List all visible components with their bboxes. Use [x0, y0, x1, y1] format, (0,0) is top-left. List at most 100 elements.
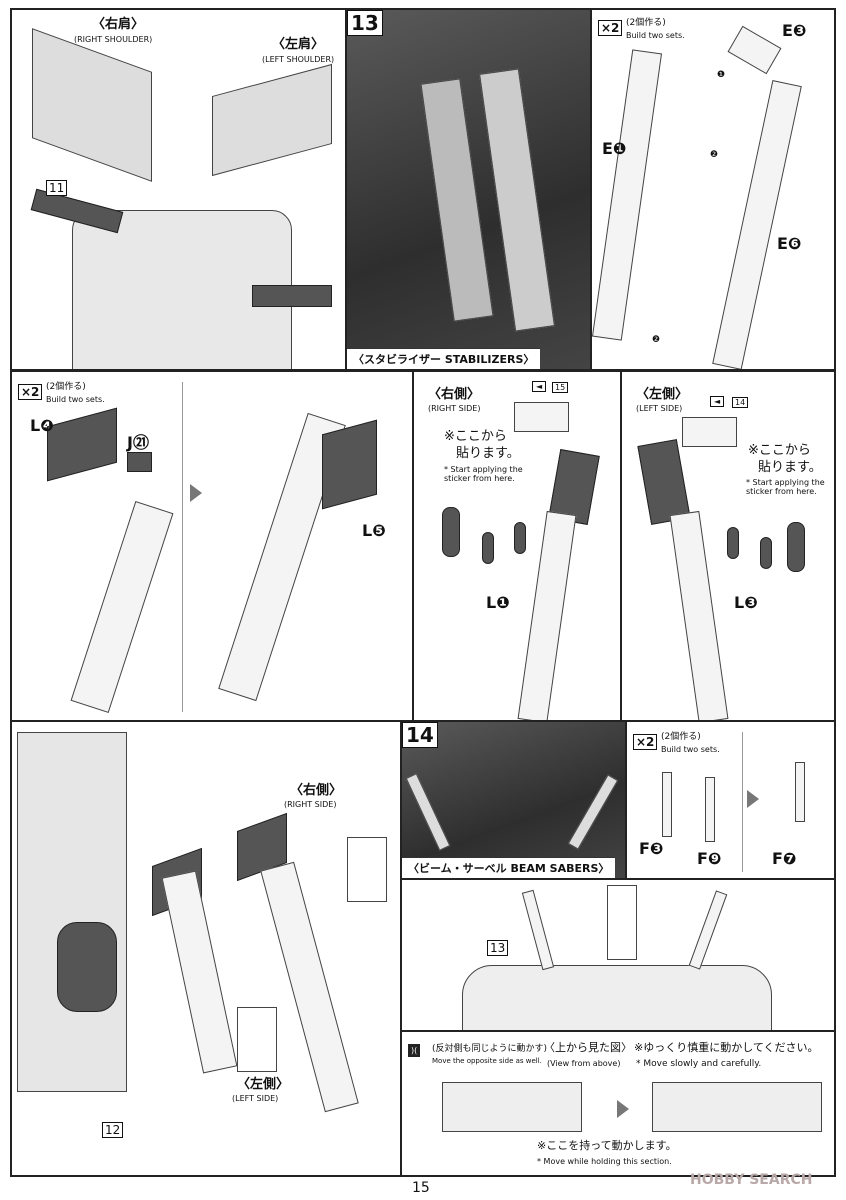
sticker-number: 14 [732, 397, 749, 409]
opposite-side-icon: )( [408, 1044, 421, 1058]
stabilizer-body [669, 510, 729, 720]
part-l4 [47, 407, 117, 482]
sticker-note-jp: ※ここから [444, 429, 507, 444]
next-arrow-icon [190, 484, 202, 502]
left-shoulder-label-en: (LEFT SHOULDER) [262, 55, 335, 64]
sticker-l1 [442, 507, 460, 557]
saber-hilt [795, 762, 805, 822]
saber-hilt [662, 772, 672, 837]
sticker-shape [514, 402, 569, 432]
sticker-l1 [514, 522, 526, 554]
part-label: E❻ [777, 234, 802, 253]
stabilizer-photo-shape [420, 78, 494, 322]
step-number: 13 [347, 10, 383, 36]
stabilizer-assembly-panel: ×2 (2個作る) Build two sets. L❹ J㉑ L❺ [10, 370, 414, 722]
step-number: 12 [102, 1122, 124, 1138]
saber-parts-panel: ×2 (2個作る) Build two sets. F❸ F❾ F❼ [625, 720, 836, 880]
view-from-above: 〈上から見た図〉 [544, 1041, 632, 1054]
order-marker: ❷ [652, 335, 661, 345]
careful-note-en: * Move slowly and carefully. [636, 1059, 762, 1069]
side-title-en: (LEFT SIDE) [636, 404, 683, 413]
sticker-note-en: * Start applying the sticker from here. [444, 465, 523, 484]
step-number: 14 [402, 722, 438, 748]
saber-hilt [705, 777, 715, 842]
detail-inset [607, 885, 637, 960]
part-label: F❸ [639, 839, 664, 858]
opposite-side-jp: (反対側も同じように動かす) [432, 1044, 548, 1054]
side-title-en: (RIGHT SIDE) [428, 404, 481, 413]
beam-saber-photo [405, 773, 451, 851]
next-arrow-icon [617, 1100, 629, 1118]
stabilizers-photo: 13 〈スタビライザー STABILIZERS〉 [345, 8, 592, 371]
beam-saber [688, 890, 728, 970]
stabilizer-part [70, 500, 174, 714]
move-after-illustration [652, 1082, 822, 1132]
part-l5 [322, 419, 377, 510]
sticker-note-jp: 貼ります。 [456, 446, 520, 461]
sticker-note-en: * Start applying the sticker from here. [746, 478, 825, 497]
hobby-search-watermark: HOBBY SEARCH [690, 1172, 813, 1188]
careful-note-jp: ※ゆっくり慎重に動かしてください。 [634, 1041, 819, 1054]
part-j21 [127, 452, 152, 472]
divider [742, 732, 743, 872]
mount-body [462, 965, 772, 1030]
sticker-number: 15 [552, 382, 569, 394]
detail-inset [237, 1007, 277, 1072]
order-marker: ❷ [710, 150, 719, 160]
gundam-leg [57, 922, 117, 1012]
quantity-badge: ×2 [18, 384, 43, 400]
part-label: J㉑ [127, 433, 149, 452]
left-shoulder-part [212, 63, 332, 177]
photo-caption: 〈スタビライザー STABILIZERS〉 [347, 348, 541, 369]
divider [182, 382, 183, 712]
stabilizer-body [517, 510, 577, 720]
sticker-note-jp: ※ここから [748, 443, 811, 458]
stabilizer-tip [637, 439, 691, 525]
saber-move-panel: )( (反対側も同じように動かす) Move the opposite side… [400, 1030, 836, 1177]
part-label: F❼ [772, 849, 797, 868]
step-12-panel: 12 〈右側〉 (RIGHT SIDE) 〈左側〉 (LEFT SIDE) [10, 720, 402, 1177]
part-label: L❸ [734, 593, 758, 612]
part-label: L❺ [362, 521, 386, 540]
photo-caption: 〈ビーム・サーベル BEAM SABERS〉 [402, 857, 616, 878]
stabilizer-left-body [161, 870, 238, 1074]
sticker-l3 [787, 522, 805, 572]
right-shoulder-label: 〈右肩〉 [92, 17, 145, 32]
hold-note-jp: ※ここを持って動かします。 [537, 1139, 677, 1152]
shoulder-armor-dark [252, 285, 332, 307]
quantity-jp: (2個作る) [661, 732, 701, 742]
sticker-icon: ◄ [532, 381, 547, 393]
quantity-jp: (2個作る) [626, 18, 666, 28]
opposite-side-en: Move the opposite side as well. [432, 1057, 542, 1065]
right-shoulder-label-en: (RIGHT SHOULDER) [74, 35, 153, 44]
side-title-en: (LEFT SIDE) [232, 1094, 279, 1104]
stabilizer-part-e1 [592, 49, 663, 341]
stabilizer-right-body [260, 861, 359, 1113]
stabilizer-photo-shape [479, 68, 555, 332]
next-arrow-icon [747, 790, 759, 808]
sticker-icon: ◄ [710, 396, 725, 408]
stabilizer-part-e6 [712, 80, 802, 369]
quantity-en: Build two sets. [661, 745, 720, 754]
side-title: 〈左側〉 [237, 1077, 290, 1092]
part-label: F❾ [697, 849, 722, 868]
hold-note-en: * Move while holding this section. [537, 1157, 672, 1166]
left-shoulder-label: 〈左肩〉 [272, 37, 325, 52]
stabilizer-parts-panel: ×2 (2個作る) Build two sets. E❸ E❶ E❻ ❶ ❷ ❷ [590, 8, 836, 371]
gundam-body [17, 732, 127, 1092]
left-side-sticker-panel: 〈左側〉 (LEFT SIDE) ◄ 14 ※ここから 貼ります。 * Star… [620, 370, 836, 722]
quantity-jp: (2個作る) [46, 382, 86, 392]
beam-saber-photo [567, 774, 619, 850]
side-title: 〈左側〉 [636, 387, 689, 402]
saber-mount-panel: 13 [400, 878, 836, 1032]
part-label: L❶ [486, 593, 510, 612]
sticker-note-jp: 貼ります。 [758, 460, 822, 475]
part-label: E❶ [602, 139, 627, 158]
side-title: 〈右側〉 [428, 387, 481, 402]
side-title: 〈右側〉 [290, 783, 343, 798]
quantity-en: Build two sets. [46, 395, 105, 404]
beam-sabers-photo: 14 〈ビーム・サーベル BEAM SABERS〉 [400, 720, 627, 880]
sticker-shape [682, 417, 737, 447]
side-title-en: (RIGHT SIDE) [284, 800, 337, 809]
right-shoulder-part [32, 28, 152, 182]
